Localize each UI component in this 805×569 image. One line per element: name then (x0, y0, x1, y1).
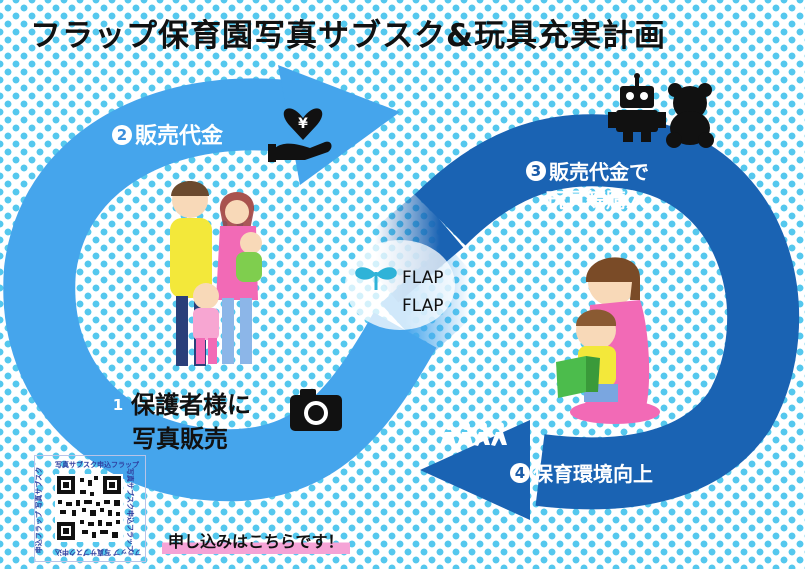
step-1-number: 1 (108, 395, 128, 415)
center-glow (345, 240, 455, 330)
sprout-icon (355, 267, 397, 290)
page-title: フラップ保育園写真サブスク&玩具充実計画 (30, 18, 667, 54)
qr-card[interactable] (34, 455, 146, 562)
logo-flap-line2: FLAP (402, 296, 444, 316)
logo-flap-line1: FLAP (402, 268, 444, 288)
family-illustration (170, 181, 262, 366)
qr-code-icon (55, 474, 123, 542)
mother-reading-illustration (556, 257, 660, 424)
svg-text:¥: ¥ (298, 116, 308, 132)
step-3-line1: 販売代金で (549, 160, 649, 184)
apply-link[interactable]: 申し込みはこちらです！ (162, 528, 350, 554)
robot-icon (608, 73, 666, 142)
step-4-number: 4 (510, 463, 530, 483)
qr-right-text: 写真サブスク申込フラップ (126, 468, 134, 552)
running-kids-icon (440, 422, 507, 446)
teddy-bear-icon (666, 83, 714, 148)
step-2-number: 2 (112, 125, 132, 145)
yen-heart-hand-icon: ¥ (268, 108, 332, 162)
qr-top-text: 写真サブスク申込フラップ (55, 461, 139, 469)
step-3-line2: 玩具等購入 (546, 188, 646, 212)
step-1-line2: 写真販売 (132, 425, 228, 453)
qr-left-text: 申込フラップ 写真サブスク (35, 466, 44, 554)
camera-icon (290, 389, 342, 431)
step-1-line1: 保護者様に (131, 391, 251, 419)
step-3-number: 3 (526, 161, 546, 181)
step-4-text: 保育環境向上 (533, 462, 653, 486)
step-2-text: 販売代金 (135, 124, 224, 149)
